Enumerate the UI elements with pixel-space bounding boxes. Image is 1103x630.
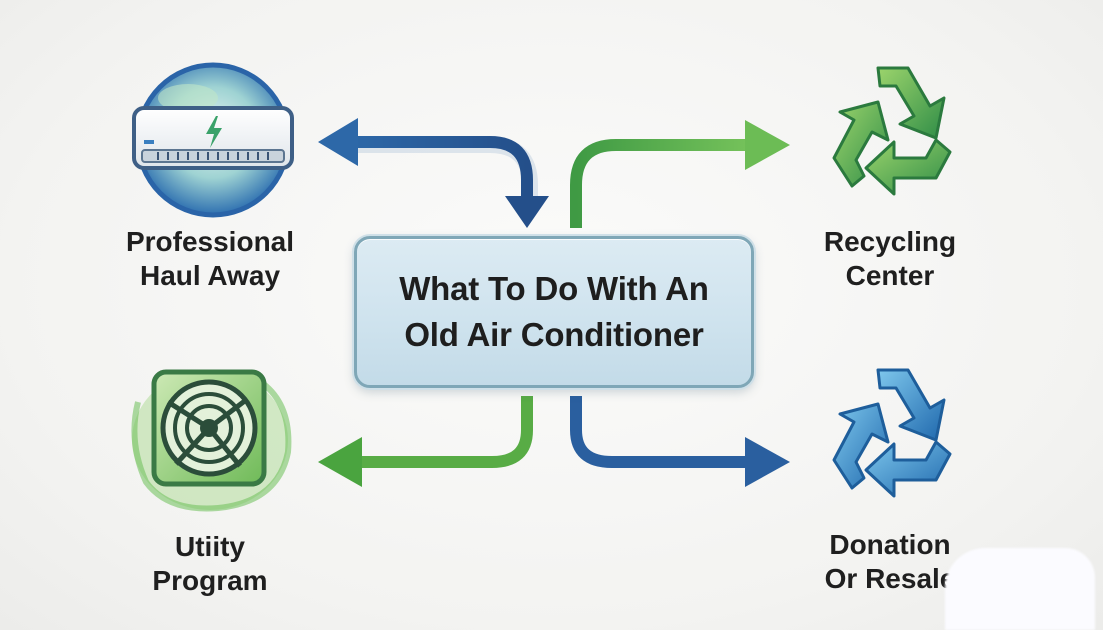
arrow-to-haul-away [318, 118, 549, 228]
label-line: Center [845, 260, 935, 291]
title-line-2: Old Air Conditioner [404, 316, 704, 353]
arrow-to-donation-resale [570, 396, 790, 487]
label-line: Donation [829, 529, 951, 560]
center-topic-box: What To Do With An Old Air Conditioner [354, 236, 754, 388]
label-utility-program: Utiity Program [95, 530, 325, 598]
label-recycling-center: Recycling Center [775, 225, 1005, 293]
label-professional-haul-away: Professional Haul Away [95, 225, 325, 293]
label-line: Recycling [823, 226, 957, 257]
air-conditioner-icon [132, 62, 294, 218]
label-line: Program [152, 565, 268, 596]
arrow-to-recycling-center [570, 120, 790, 228]
label-line: Utiity [175, 531, 245, 562]
label-donation-or-resale: Donation Or Resale [775, 528, 1005, 596]
recycle-icon [832, 368, 952, 498]
arrow-to-utility-program [318, 396, 533, 487]
label-line: Professional [125, 226, 295, 257]
fan-icon [131, 369, 292, 512]
title-line-1: What To Do With An [399, 270, 709, 307]
label-line: Or Resale [824, 563, 956, 594]
recycle-icon [832, 66, 952, 196]
label-line: Haul Away [139, 260, 281, 291]
diagram-title: What To Do With An Old Air Conditioner [399, 266, 709, 358]
corner-smudge [945, 548, 1095, 630]
